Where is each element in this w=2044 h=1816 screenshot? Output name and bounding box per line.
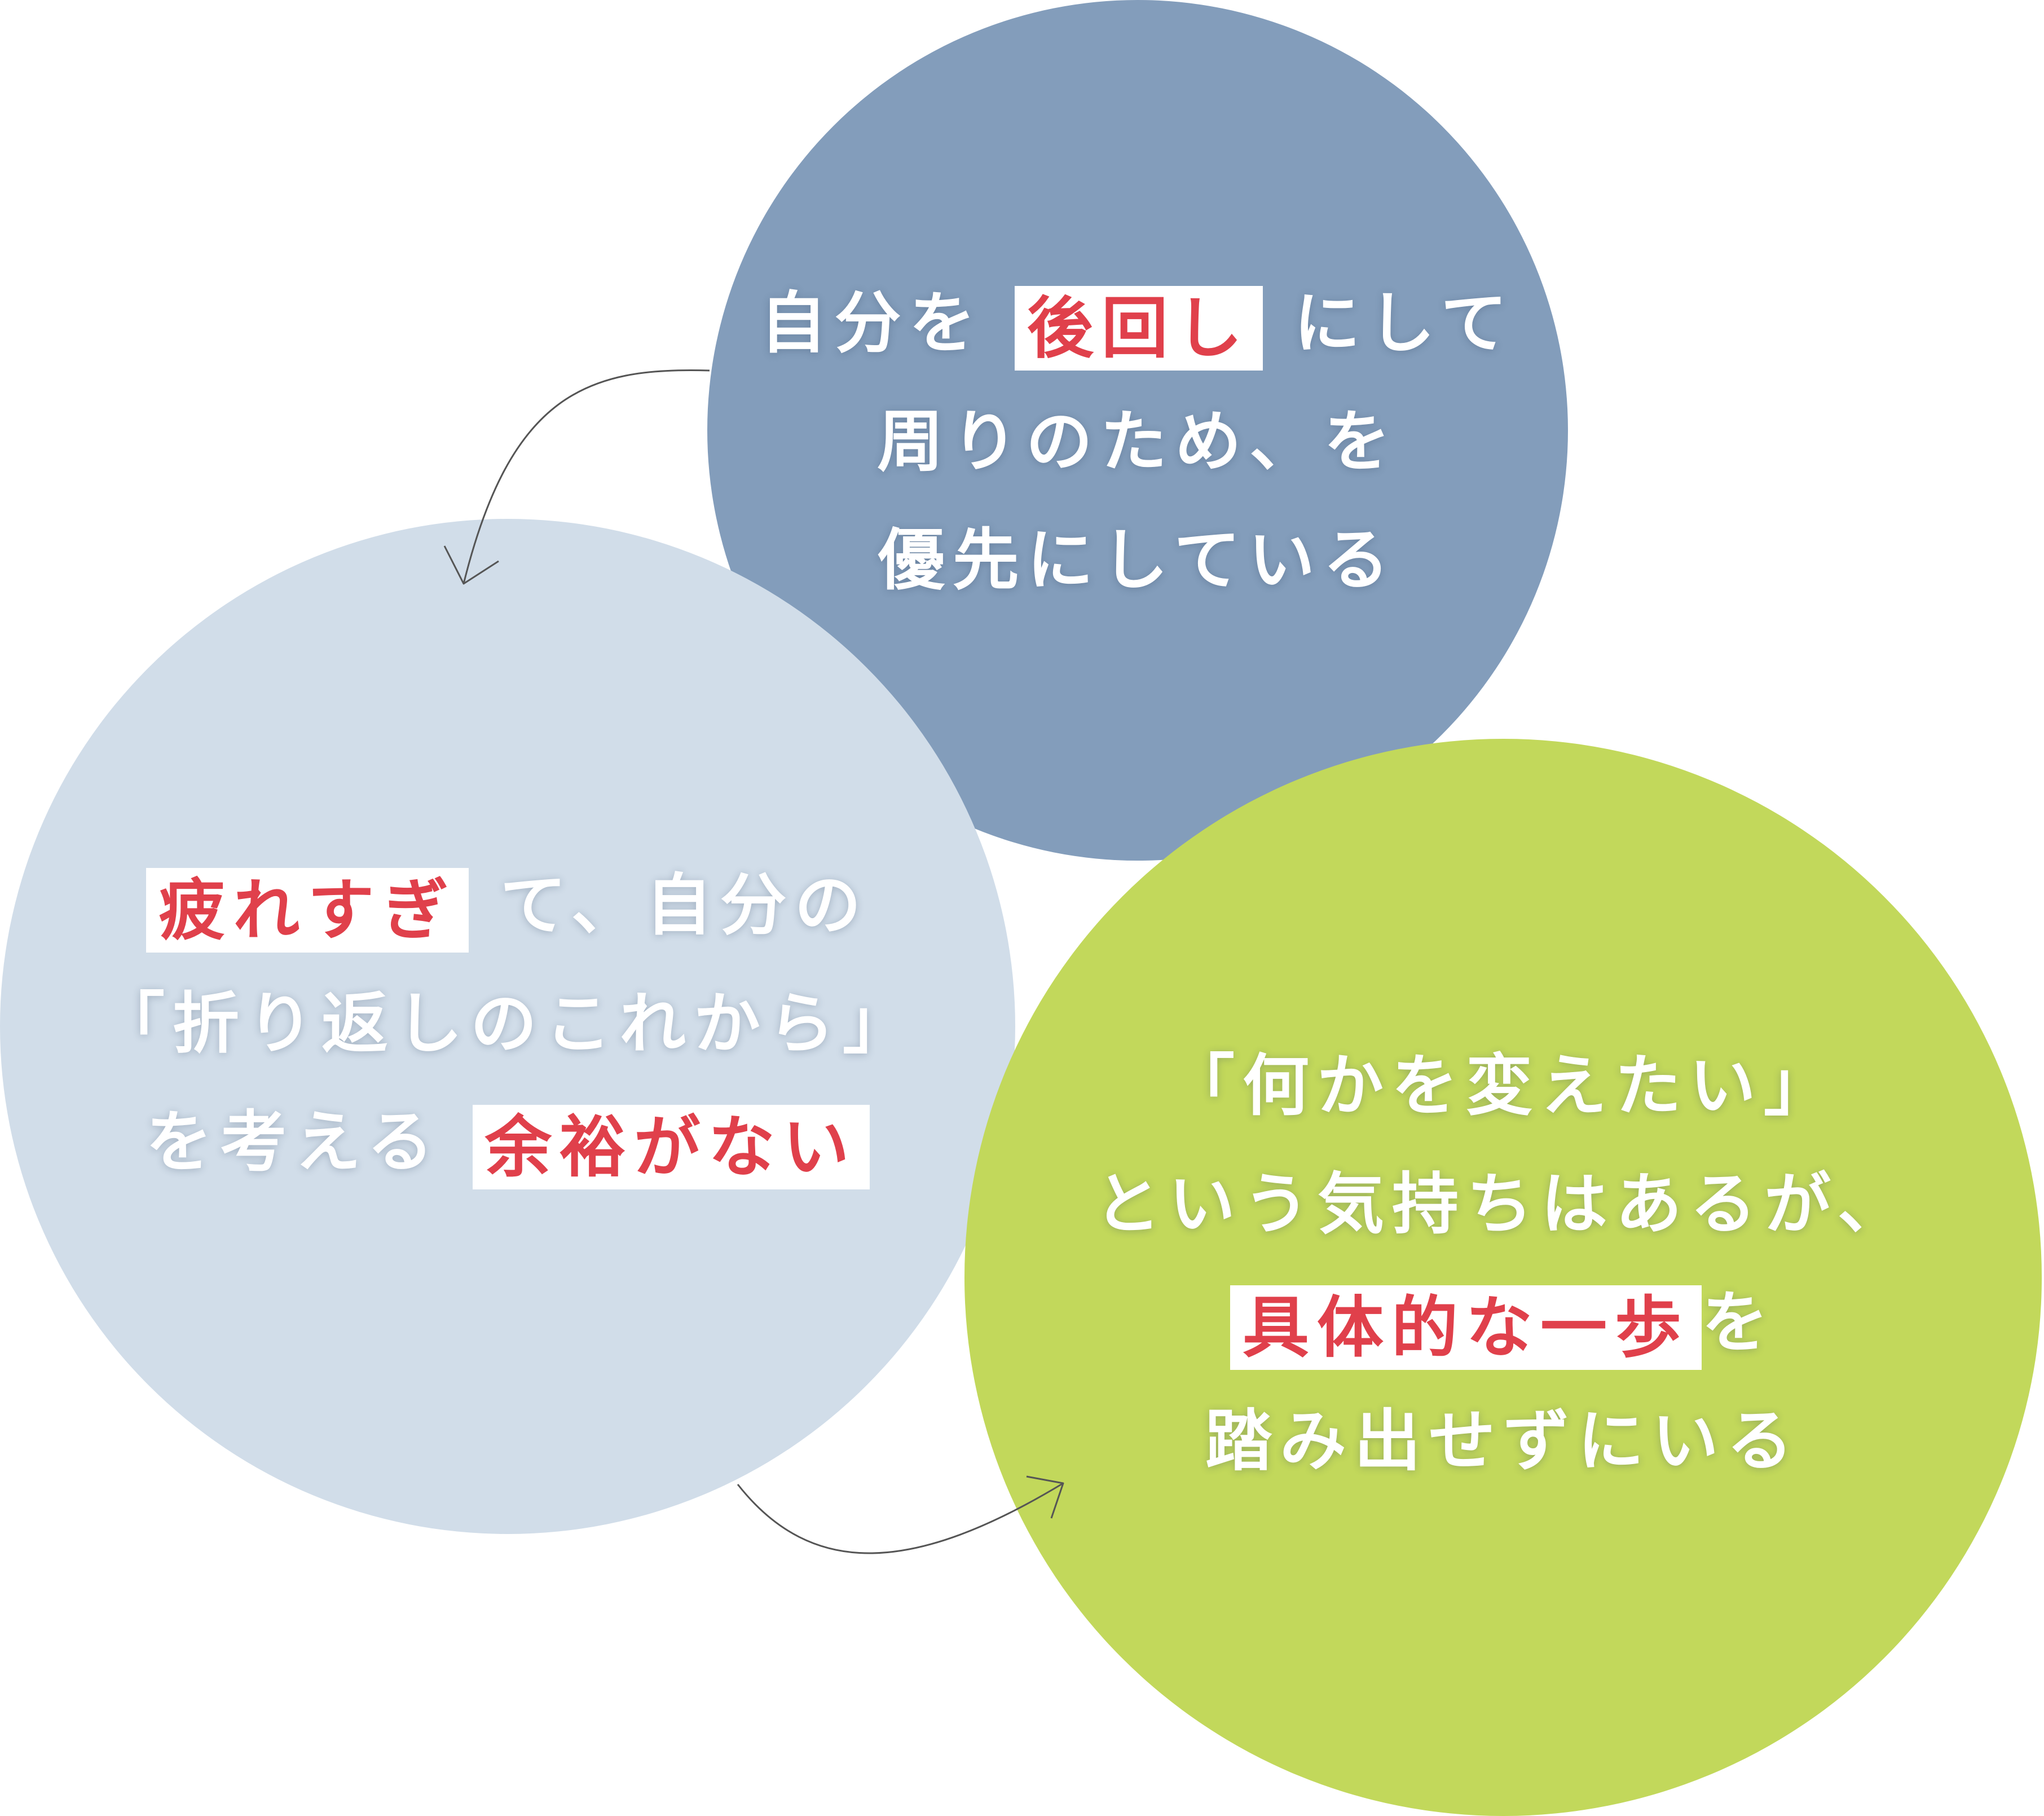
circle-top-line-2: 周りのため、を	[876, 403, 1398, 481]
circle-top-text: 自分を 後回し にして 周りのため、を 優先にしている	[707, 264, 1568, 619]
text-segment: を考える	[146, 1103, 442, 1181]
text-segment: て、自分の	[500, 866, 869, 944]
circle-right-line-3: 具体的な一歩を	[964, 1263, 2042, 1382]
circle-right-line-2: という気持ちはあるが、	[1094, 1165, 1912, 1243]
circle-left-text: 疲れすぎ て、自分の 「折り返しのこれから」 を考える 余裕がない	[23, 846, 993, 1201]
text-segment: を	[1702, 1284, 1777, 1361]
highlight-label: 具体的な一歩	[1230, 1285, 1702, 1370]
highlight-label: 余裕がない	[472, 1104, 870, 1189]
text-segment: 自分を	[760, 284, 984, 362]
circle-right-text: 「何かを変えたい」 という気持ちはあるが、 具体的な一歩を 踏み出せずにいる	[964, 1026, 2042, 1500]
circle-right-line-4: 踏み出せずにいる	[1205, 1402, 1801, 1480]
circle-left-line-2: 「折り返しのこれから」	[98, 985, 917, 1063]
text-segment: にして	[1293, 284, 1516, 362]
circle-left	[0, 519, 1015, 1534]
highlight-label: 疲れすぎ	[146, 867, 469, 953]
circle-right-line-1: 「何かを変えたい」	[1168, 1047, 1838, 1125]
circle-top-line-3: 優先にしている	[878, 521, 1398, 599]
circle-top-line-1: 自分を 後回し にして	[707, 264, 1568, 382]
highlight-label: 後回し	[1014, 285, 1263, 371]
circle-left-line-3: を考える 余裕がない	[23, 1083, 993, 1201]
circle-right	[964, 739, 2042, 1816]
circle-left-line-1: 疲れすぎ て、自分の	[23, 846, 993, 964]
